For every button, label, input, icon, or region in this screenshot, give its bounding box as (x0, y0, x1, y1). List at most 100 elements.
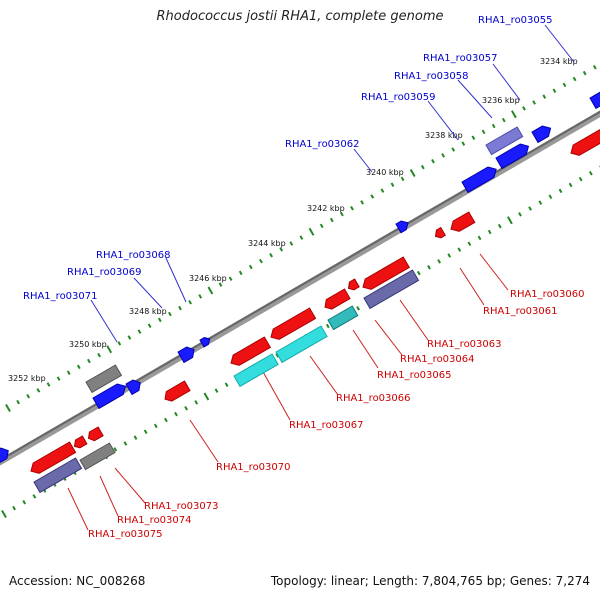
lower-ruler-tick (113, 447, 118, 452)
upper-ruler-tick (491, 123, 496, 129)
upper-ruler-tick (117, 341, 122, 346)
label-ro03067: RHA1_ro03067 (289, 420, 364, 431)
label-ro03060: RHA1_ro03060 (510, 289, 585, 300)
lower-ruler-tick (457, 247, 462, 252)
label-ro03070: RHA1_ro03070 (216, 462, 291, 473)
gene-ro03061 (434, 226, 446, 239)
lower-ruler-tick (588, 170, 593, 176)
lower-ruler-tick (22, 500, 27, 505)
upper-ruler-tick (350, 206, 354, 211)
lower-ruler-tick (184, 406, 188, 411)
lower-ruler-tick (133, 435, 138, 440)
label-ro03066: RHA1_ro03066 (336, 393, 411, 404)
label-ro03061: RHA1_ro03061 (483, 306, 558, 317)
upper-ruler-tick (501, 117, 506, 123)
gene-ro03062 (395, 220, 409, 234)
upper-ruler-tick (188, 300, 192, 305)
gene-ro03063a (362, 256, 410, 290)
lower-ruler-tick (447, 253, 452, 258)
lower-ruler-tick (578, 176, 583, 182)
gene-ro03059 (461, 166, 497, 194)
upper-ruler-tick (431, 159, 435, 164)
upper-ruler-tick (279, 247, 284, 252)
tick-label-3236: 3236 kbp (482, 96, 520, 105)
upper-ruler-tick (340, 211, 344, 217)
lower-ruler-tick (437, 259, 441, 264)
gene-ro03055 (589, 91, 600, 110)
lower-ruler-tick (143, 429, 148, 435)
upper-ruler-tick (36, 388, 41, 393)
upper-ruler-tick (157, 317, 162, 323)
gene-ro03064 (324, 288, 351, 310)
lower-ruler-tick (153, 423, 158, 429)
label-ro03071: RHA1_ro03071 (23, 291, 98, 302)
upper-tick-ruler (5, 64, 597, 412)
upper-ruler-tick (16, 399, 20, 405)
label-ro03073: RHA1_ro03073 (144, 501, 219, 512)
upper-ruler-tick (66, 370, 71, 375)
forward-gene-labels: RHA1_ro03055 RHA1_ro03057 RHA1_ro03058 R… (23, 15, 553, 302)
lower-ruler-tick (538, 200, 543, 205)
lower-ruler-tick (1, 510, 7, 518)
gene-ro03077 (0, 447, 9, 464)
gene-ro03074 (79, 442, 116, 471)
lower-ruler-tick (497, 223, 502, 229)
label-ro03057: RHA1_ro03057 (423, 53, 498, 64)
upper-ruler-tick (441, 153, 445, 158)
upper-ruler-tick (5, 404, 11, 412)
upper-ruler-tick (127, 335, 132, 340)
lower-ruler-tick (548, 194, 553, 199)
gene-ro03066a (270, 307, 317, 340)
reverse-leader-lines (67, 253, 509, 531)
upper-ruler-tick (289, 241, 294, 246)
upper-ruler-tick (26, 394, 31, 399)
upper-ruler-tick (572, 76, 577, 82)
gene-ro03070 (164, 380, 191, 402)
tick-label-3242: 3242 kbp (307, 204, 345, 213)
lower-ruler-tick (487, 229, 492, 235)
lower-ruler-tick (325, 323, 330, 329)
lower-ruler-tick (123, 441, 128, 446)
upper-ruler-tick (46, 382, 51, 387)
gene-ro03066 (275, 325, 328, 364)
gene-ro03060 (450, 211, 476, 232)
label-ro03055: RHA1_ro03055 (478, 15, 553, 26)
upper-ruler-tick (409, 169, 416, 177)
upper-ruler-tick (218, 282, 223, 287)
gene-ro03056 (531, 125, 552, 144)
lower-ruler-tick (507, 216, 513, 225)
lower-ruler-tick (164, 417, 168, 423)
label-ro03059: RHA1_ro03059 (361, 92, 436, 103)
label-ro03064: RHA1_ro03064 (400, 354, 475, 365)
gene-ro03065 (327, 305, 359, 331)
tick-label-3252: 3252 kbp (8, 374, 46, 383)
upper-ruler-tick (582, 70, 587, 76)
upper-ruler-tick (248, 264, 253, 270)
gene-ro03063 (363, 269, 420, 310)
lower-ruler-tick (416, 270, 421, 276)
gene-ro03064a (347, 278, 360, 291)
lower-ruler-tick (356, 306, 360, 311)
upper-ruler-tick (56, 376, 61, 381)
lower-ruler-tick (528, 206, 532, 211)
upper-ruler-tick (106, 345, 113, 354)
upper-ruler-tick (329, 217, 334, 223)
tick-label-3244: 3244 kbp (248, 239, 286, 248)
tick-label-3250: 3250 kbp (69, 340, 107, 349)
tick-label-3248: 3248 kbp (129, 307, 167, 316)
upper-ruler-tick (562, 82, 567, 88)
upper-ruler-tick (420, 164, 425, 170)
tick-label-3246: 3246 kbp (189, 274, 227, 283)
reverse-genes (30, 127, 600, 494)
genome-summary-text: Topology: linear; Length: 7,804,765 bp; … (270, 574, 590, 588)
label-ro03063: RHA1_ro03063 (427, 339, 502, 350)
lower-ruler-tick (427, 265, 431, 270)
upper-ruler-tick (259, 258, 263, 264)
upper-ruler-tick (299, 235, 304, 240)
upper-ruler-tick (511, 110, 517, 119)
upper-ruler-tick (522, 106, 526, 111)
upper-ruler-tick (592, 64, 597, 70)
upper-ruler-tick (360, 200, 364, 205)
upper-ruler-tick (552, 88, 557, 93)
gene-ro03075a (30, 441, 77, 474)
